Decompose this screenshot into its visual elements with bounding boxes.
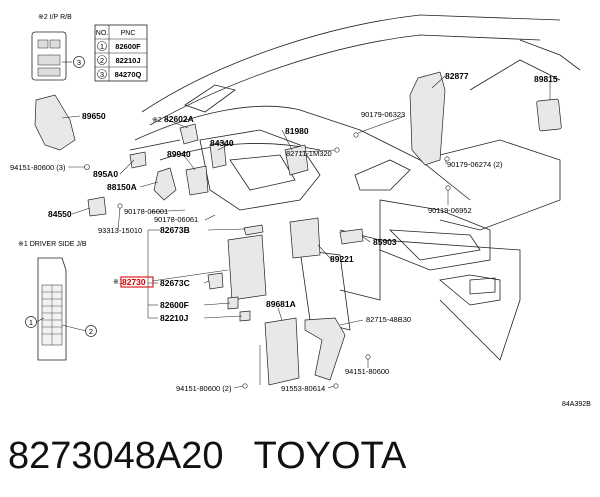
table-row-3-pnc: 84270Q — [115, 70, 142, 79]
table-row-2-no: 2 — [100, 56, 104, 65]
callout-2 — [85, 325, 97, 337]
callout-2-label: 2 — [89, 327, 93, 336]
part-90119-06952: 90119-06952 — [428, 206, 472, 215]
caption-part-number: 8273048A20 — [8, 435, 224, 477]
part-labels: 82877 89815 90179-06323 90179-06274 (2) … — [10, 71, 591, 408]
callout-1-label: 1 — [29, 318, 33, 327]
part-82715-48b30: 82715-48B30 — [366, 315, 411, 324]
callout-1 — [25, 316, 37, 328]
part-90178-06061: 90178-06061 — [154, 215, 198, 224]
bolt-94151-2-icon — [242, 383, 248, 389]
part-94151-80600-3: 94151-80600 (3) — [10, 163, 66, 172]
table-row-3-no: 3 — [100, 70, 104, 79]
part-85903: 85903 — [373, 237, 397, 247]
part-90179-06274: 90179-06274 (2) — [447, 160, 503, 169]
part-89815: 89815 — [534, 74, 558, 84]
table-row-1-pnc: 82600F — [115, 42, 141, 51]
table-header-pnc: PNC — [121, 30, 136, 37]
note2-82602a: ※2 — [152, 117, 162, 124]
part-82711-1m320: 82711-1M320 — [286, 149, 332, 158]
part-89221: 89221 — [330, 254, 354, 264]
relay-82210j-icon — [239, 310, 251, 322]
part-81980: 81980 — [285, 126, 309, 136]
clip-82711-icon — [334, 147, 340, 153]
buzzer-88150a-icon — [153, 167, 177, 201]
table-header-no: NO. — [96, 30, 109, 37]
part-90178-06001: 90178-06001 — [124, 207, 168, 216]
junction-block-82730-icon — [227, 234, 267, 301]
fasteners — [84, 132, 451, 389]
relay-82602a-icon — [179, 123, 199, 145]
sensor-89940-icon — [185, 165, 209, 196]
caption-brand: TOYOTA — [253, 435, 407, 477]
relay-82600f-icon — [227, 296, 239, 310]
driver-side-jb-label: ※1 DRIVER SIDE J/B — [18, 241, 87, 248]
part-89650: 89650 — [82, 111, 106, 121]
callout-3-label: 3 — [77, 58, 81, 67]
figure-id: 84A392B — [562, 401, 591, 408]
module-89815-icon — [536, 98, 562, 132]
bolt-91553-icon — [333, 383, 339, 389]
callout-3 — [73, 56, 85, 68]
part-84550: 84550 — [48, 209, 72, 219]
part-82602a: 82602A — [164, 114, 194, 124]
note1-82730: ※1 — [113, 279, 123, 286]
highlight-82730 — [120, 276, 154, 288]
part-82210j: 82210J — [160, 313, 189, 323]
leader-lines — [61, 75, 551, 389]
bolt-90179-06323-icon — [353, 132, 359, 138]
part-82673c: 82673C — [160, 278, 190, 288]
component-drawings — [34, 71, 562, 386]
part-93313-15010: 93313-15010 — [98, 226, 142, 235]
table-row-2-pnc: 82210J — [115, 56, 140, 65]
bracket-81980-icon — [284, 144, 309, 176]
part-82673b: 82673B — [160, 225, 190, 235]
dashboard-outline — [129, 14, 581, 361]
driver-side-jb-inset: ※1 DRIVER SIDE J/B 1 2 — [18, 241, 97, 361]
part-94151-80600-2: 94151-80600 (2) — [176, 384, 232, 393]
part-84340: 84340 — [210, 138, 234, 148]
part-89681a: 89681A — [266, 299, 296, 309]
table-row-1-no: 1 — [100, 42, 104, 51]
pnc-table: NO. PNC 1 82600F 2 82210J 3 84270Q — [94, 24, 148, 82]
exploded-view: ※2 I/P R/B 3 NO. PNC 1 82600F 2 82210J 3… — [10, 14, 591, 408]
bolt-90119-icon — [445, 185, 451, 191]
part-895a0: 895A0 — [93, 169, 118, 179]
cover-82673c-icon — [207, 272, 224, 290]
ecu-89221-icon — [289, 217, 321, 259]
bracket-82715-icon — [304, 317, 346, 381]
bolt-94151-icon — [84, 164, 90, 170]
caption: 8273048A20 TOYOTA — [8, 434, 406, 478]
sensor-85903-icon — [339, 228, 364, 245]
cover-82673b-icon — [243, 224, 264, 236]
ip-rb-label: ※2 I/P R/B — [38, 14, 72, 21]
part-82600f: 82600F — [160, 300, 189, 310]
part-82877: 82877 — [445, 71, 469, 81]
part-89940: 89940 — [167, 149, 191, 159]
ip-rb-inset: ※2 I/P R/B 3 — [31, 14, 85, 81]
part-82730: 82730 — [122, 277, 146, 287]
bracket-82877-icon — [409, 71, 446, 166]
part-90179-06323: 90179-06323 — [361, 110, 405, 119]
ecu-89681a-icon — [264, 317, 300, 386]
switch-84340-icon — [209, 141, 227, 169]
part-91553-80614: 91553-80614 — [281, 384, 325, 393]
bolt-93313-icon — [117, 203, 123, 209]
bracket-89650-icon — [34, 94, 76, 151]
bolt-94151-r-icon — [365, 354, 371, 360]
part-94151-80600-r: 94151-80600 — [345, 367, 389, 376]
part-88150a: 88150A — [107, 182, 137, 192]
sensor-895a0-icon — [129, 151, 147, 169]
switch-84550-icon — [87, 196, 107, 217]
